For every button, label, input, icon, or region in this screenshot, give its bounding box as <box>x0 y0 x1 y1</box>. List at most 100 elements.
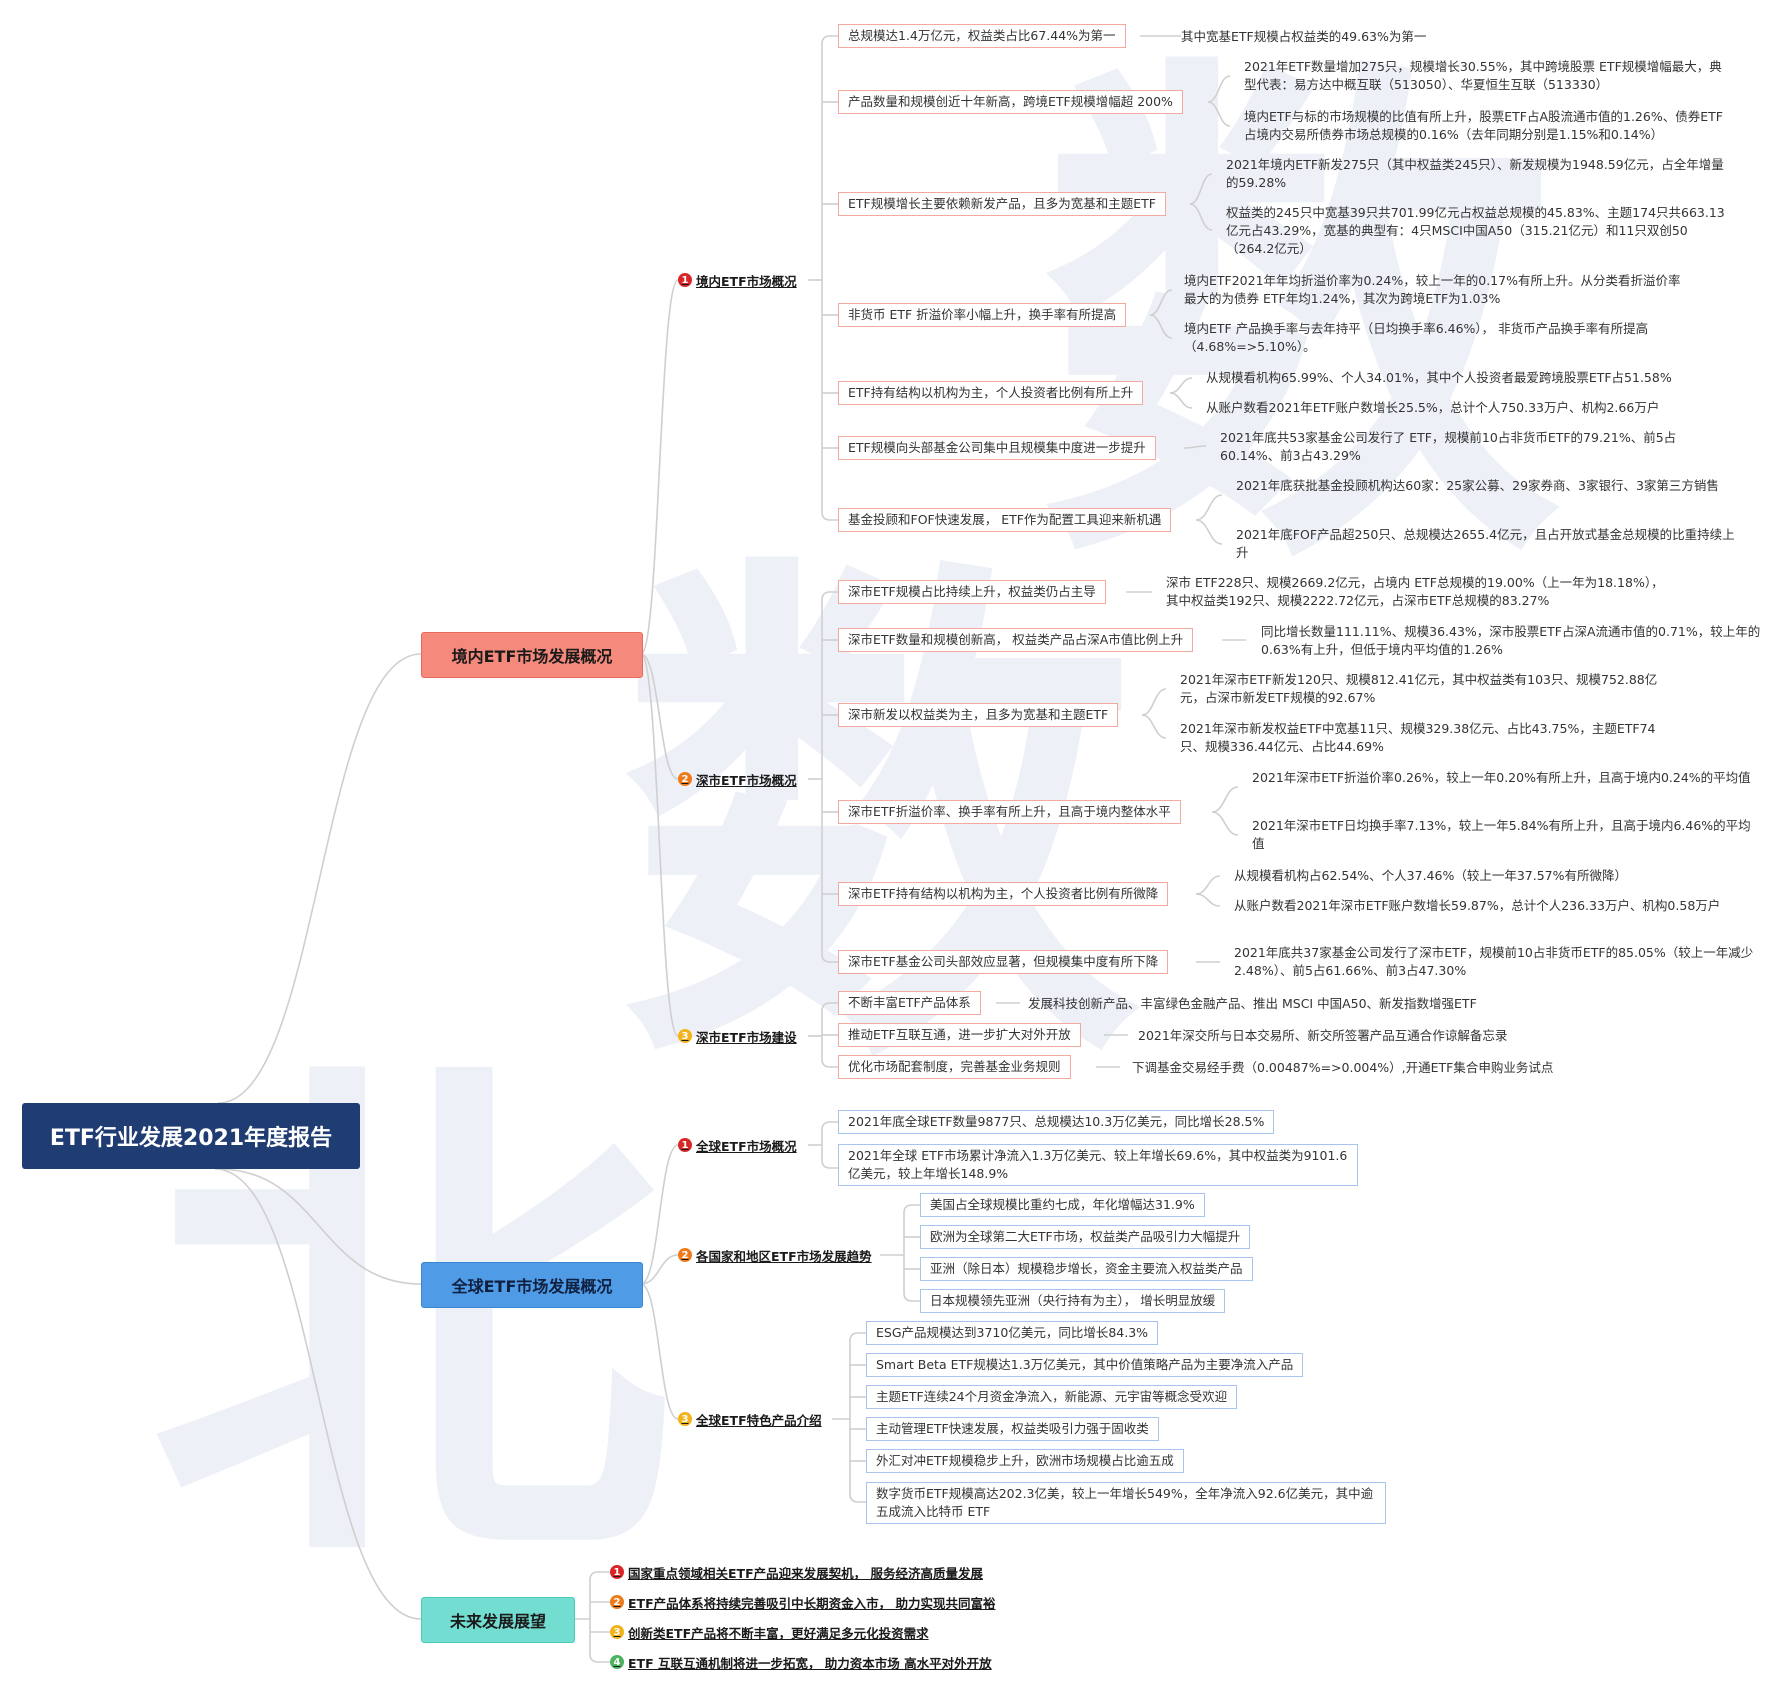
topic-box[interactable]: 美国占全球规模比重约七成，年化增幅达31.9% <box>920 1193 1205 1217</box>
detail-text: 2021年深交所与日本交易所、新交所签署产品互通合作谅解备忘录 <box>1138 1028 1508 1043</box>
sub-global-overview[interactable]: 1 全球ETF市场概况 <box>678 1136 797 1154</box>
future-item-label: 创新类ETF产品将不断丰富，更好满足多元化投资需求 <box>628 1625 929 1641</box>
connector-line <box>1195 494 1223 521</box>
future-item[interactable]: 1 国家重点领域相关ETF产品迎来发展契机， 服务经济高质量发展 <box>610 1563 983 1581</box>
connector-line <box>1207 75 1231 103</box>
sub-label: 全球ETF市场概况 <box>696 1138 797 1154</box>
connector-line <box>1195 893 1221 907</box>
topic-box[interactable]: 日本规模领先亚洲（央行持有为主）， 增长明显放缓 <box>920 1289 1226 1313</box>
detail-text: 其中宽基ETF规模占权益类的49.63%为第一 <box>1181 29 1427 44</box>
topic-box[interactable]: ETF持有结构以机构为主，个人投资者比例有所上升 <box>838 381 1144 405</box>
topic-box[interactable]: 2021年底全球ETF数量9877只、总规模达10.3万亿美元，同比增长28.5… <box>838 1110 1275 1134</box>
sub-label: 各国家和地区ETF市场发展趋势 <box>696 1248 872 1264</box>
branch-global[interactable]: 全球ETF市场发展概况 <box>421 1262 643 1308</box>
connector-line <box>1195 875 1221 895</box>
detail-text: 从规模看机构65.99%、个人34.01%，其中个人投资者最爱跨境股票ETF占5… <box>1206 370 1672 385</box>
topic-box[interactable]: 深市ETF持有结构以机构为主，个人投资者比例有所微降 <box>838 882 1169 906</box>
detail-text: 2021年深市ETF折溢价率0.26%，较上一年0.20%有所上升，且高于境内0… <box>1252 770 1751 785</box>
connector-line <box>821 35 838 45</box>
topic-box[interactable]: 亚洲（除日本）规模稳步增长，资金主要流入权益类产品 <box>920 1257 1253 1281</box>
topic-box[interactable]: 主动管理ETF快速发展，权益类吸引力强于固收类 <box>866 1417 1159 1441</box>
connector-line <box>1183 445 1207 449</box>
detail-text: 2021年境内ETF新发275只（其中权益类245只）、新发规模为1948.59… <box>1226 157 1724 190</box>
topic-box[interactable]: 深市ETF折溢价率、换手率有所上升，且高于境内整体水平 <box>838 800 1181 824</box>
detail-text: 下调基金交易经手费（0.00487%=>0.004%）,开通ETF集合申购业务试… <box>1132 1060 1554 1075</box>
detail-text: 2021年底共53家基金公司发行了 ETF，规模前10占非货币ETF的79.21… <box>1220 430 1677 463</box>
detail-text: 2021年底共37家基金公司发行了深市ETF，规模前10占非货币ETF的85.0… <box>1234 945 1754 978</box>
future-item-label: 国家重点领域相关ETF产品迎来发展契机， 服务经济高质量发展 <box>628 1565 983 1581</box>
connector-line <box>640 1254 679 1285</box>
connector-line <box>1149 314 1173 339</box>
topic-box[interactable]: 深市ETF规模占比持续上升，权益类仍占主导 <box>838 580 1106 604</box>
sub-label: 深市ETF市场概况 <box>696 772 797 788</box>
root-node[interactable]: ETF行业发展2021年度报告 <box>22 1103 360 1169</box>
sub-featured-products[interactable]: 3 全球ETF特色产品介绍 <box>678 1410 822 1428</box>
number-badge: 3 <box>678 1412 692 1426</box>
detail-text: 境内ETF 产品换手率与去年持平（日均换手率6.46%）， 非货币产品换手率有所… <box>1184 321 1649 354</box>
topic-box[interactable]: 2021年全球 ETF市场累计净流入1.3万亿美元、较上年增长69.6%，其中权… <box>838 1144 1358 1186</box>
topic-box[interactable]: 基金投顾和FOF快速发展， ETF作为配置工具迎来新机遇 <box>838 508 1172 532</box>
topic-box[interactable]: 数字货币ETF规模高达202.3亿美，较上一年增长549%，全年净流入92.6亿… <box>866 1482 1386 1524</box>
branch-domestic[interactable]: 境内ETF市场发展概况 <box>421 632 643 678</box>
topic-box[interactable]: 产品数量和规模创近十年新高，跨境ETF规模增幅超 200% <box>838 90 1183 114</box>
connector-line <box>1189 203 1213 231</box>
detail-text: 从规模看机构占62.54%、个人37.46%（较上一年37.57%有所微降） <box>1234 868 1627 883</box>
connector-line <box>821 591 838 601</box>
topic-box[interactable]: 不断丰富ETF产品体系 <box>838 991 981 1015</box>
detail-text: 权益类的245只中宽基39只共701.99亿元占权益总规模的45.83%、主题1… <box>1226 205 1725 256</box>
number-badge: 1 <box>678 1138 692 1152</box>
sub-domestic-overview[interactable]: 1 境内ETF市场概况 <box>678 271 797 289</box>
detail-text: 2021年深市ETF日均换手率7.13%，较上一年5.84%有所上升，且高于境内… <box>1252 818 1751 851</box>
sub-shenzhen-overview[interactable]: 2 深市ETF市场概况 <box>678 770 797 788</box>
topic-box[interactable]: 深市新发以权益类为主，且多为宽基和主题ETF <box>838 703 1119 727</box>
connector-line <box>821 953 838 963</box>
detail-text: 境内ETF与标的市场规模的比值有所上升，股票ETF占A股流通市值的1.26%、债… <box>1244 109 1723 142</box>
connector-line <box>849 1493 866 1503</box>
future-item[interactable]: 2 ETF产品体系将持续完善吸引中长期资金入市， 助力实现共同富裕 <box>610 1593 995 1611</box>
detail-text: 深市 ETF228只、规模2669.2亿元，占境内 ETF总规模的19.00%（… <box>1166 575 1664 608</box>
topic-box[interactable]: 欧洲为全球第二大ETF市场，权益类产品吸引力大幅提升 <box>920 1225 1251 1249</box>
topic-box[interactable]: 非货币 ETF 折溢价率小幅上升，换手率有所提高 <box>838 303 1127 327</box>
connector-line <box>1141 714 1167 739</box>
connector-line <box>640 653 679 1037</box>
connector-line <box>1141 688 1167 716</box>
sub-shenzhen-construction[interactable]: 3 深市ETF市场建设 <box>678 1027 797 1045</box>
connector-line <box>217 653 422 1104</box>
connector-line <box>1169 377 1193 394</box>
connector-line <box>640 1144 679 1285</box>
topic-box[interactable]: ETF规模增长主要依赖新发产品，且多为宽基和主题ETF <box>838 192 1166 216</box>
connector-line <box>903 1204 920 1214</box>
topic-box[interactable]: 深市ETF数量和规模创新高， 权益类产品占深A市值比例上升 <box>838 628 1194 652</box>
detail-text: 2021年深市新发权益ETF中宽基11只、规模329.38亿元、占比43.75%… <box>1180 721 1656 754</box>
sub-label: 全球ETF特色产品介绍 <box>696 1412 822 1428</box>
connector-line <box>640 653 679 780</box>
connector-line <box>821 1002 838 1012</box>
future-item-label: ETF 互联互通机制将进一步拓宽， 助力资本市场 高水平对外开放 <box>628 1655 992 1671</box>
topic-box[interactable]: 总规模达1.4万亿元，权益类占比67.44%为第一 <box>838 24 1126 48</box>
detail-text: 境内ETF2021年年均折溢价率为0.24%，较上一年的0.17%有所上升。从分… <box>1184 273 1681 306</box>
branch-future[interactable]: 未来发展展望 <box>421 1597 575 1643</box>
future-item[interactable]: 3 创新类ETF产品将不断丰富，更好满足多元化投资需求 <box>610 1623 929 1641</box>
connector-line <box>1211 811 1239 836</box>
detail-text: 从账户数看2021年深市ETF账户数增长59.87%，总计个人236.33万户、… <box>1234 898 1721 913</box>
topic-box[interactable]: ETF规模向头部基金公司集中且规模集中度进一步提升 <box>838 436 1156 460</box>
topic-box[interactable]: 优化市场配套制度，完善基金业务规则 <box>838 1055 1071 1079</box>
detail-text: 发展科技创新产品、丰富绿色金融产品、推出 MSCI 中国A50、新发指数增强ET… <box>1028 996 1477 1011</box>
connector-line <box>217 1168 422 1285</box>
topic-box[interactable]: 推动ETF互联互通，进一步扩大对外开放 <box>838 1023 1081 1047</box>
topic-box[interactable]: ESG产品规模达到3710亿美元，同比增长84.3% <box>866 1321 1159 1345</box>
sub-regional-trends[interactable]: 2 各国家和地区ETF市场发展趋势 <box>678 1246 872 1264</box>
number-badge: 1 <box>610 1565 624 1579</box>
detail-text: 2021年底FOF产品超250只、总规模达2655.4亿元，且占开放式基金总规模… <box>1236 527 1735 560</box>
topic-box[interactable]: 主题ETF连续24个月资金净流入，新能源、元宇宙等概念受欢迎 <box>866 1385 1238 1409</box>
future-item[interactable]: 4 ETF 互联互通机制将进一步拓宽， 助力资本市场 高水平对外开放 <box>610 1653 992 1671</box>
connector-line <box>821 511 838 521</box>
connector-line <box>1169 392 1193 409</box>
topic-box[interactable]: 深市ETF基金公司头部效应显著，但规模集中度有所下降 <box>838 950 1169 974</box>
number-badge: 3 <box>610 1625 624 1639</box>
number-badge: 3 <box>678 1029 692 1043</box>
topic-box[interactable]: 外汇对冲ETF规模稳步上升，欧洲市场规模占比逾五成 <box>866 1449 1184 1473</box>
connector-line <box>821 1159 838 1169</box>
topic-box[interactable]: Smart Beta ETF规模达1.3万亿美元，其中价值策略产品为主要净流入产… <box>866 1353 1304 1377</box>
